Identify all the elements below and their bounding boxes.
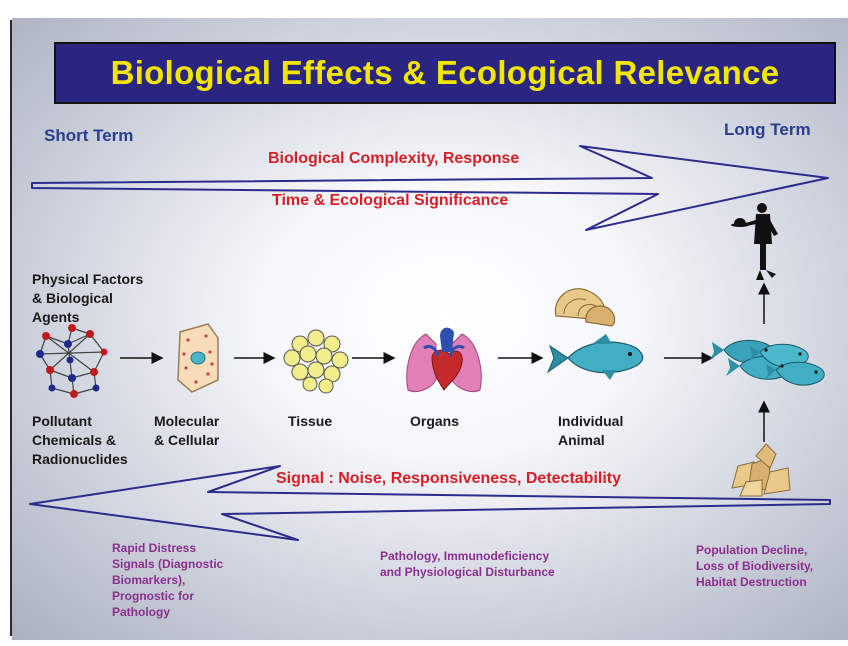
diagram-slide: Biological Effects & Ecological Relevanc… [12, 18, 848, 640]
rapid-distress-label: Rapid Distress Signals (Diagnostic Bioma… [112, 541, 224, 619]
pollutant-label: Pollutant Chemicals & Radionuclides [32, 413, 128, 467]
bottom-arrow-label: Signal : Noise, Responsiveness, Detectab… [276, 470, 621, 487]
organs-icon [406, 327, 482, 393]
bottom-arrow [29, 465, 831, 541]
fish-school-icon [710, 340, 825, 386]
molecular-cellular-label: Molecular & Cellular [154, 413, 220, 448]
long-term-label: Long Term [724, 120, 811, 139]
population-decline-label: Population Decline, Loss of Biodiversity… [696, 543, 814, 589]
top-arrow-label-2: Time & Ecological Significance [272, 192, 509, 209]
physical-factors-label: Physical Factors & Biological Agents [32, 271, 144, 325]
left-border-line [10, 20, 12, 636]
individual-animal-label: Individual Animal [558, 413, 624, 448]
fish-icon [546, 334, 644, 380]
cell-icon [177, 323, 219, 393]
organs-label: Organs [410, 413, 460, 429]
diagram-title: Biological Effects & Ecological Relevanc… [110, 54, 780, 91]
short-term-label: Short Term [44, 126, 134, 145]
tissue-label: Tissue [288, 413, 333, 429]
shell-icon [554, 288, 616, 327]
top-arrow-label-1: Biological Complexity, Response [268, 150, 520, 167]
arrows-and-icons [29, 145, 831, 541]
pathology-label: Pathology, Immunodeficiency and Physiolo… [380, 549, 555, 579]
shells-pile-icon [731, 443, 791, 497]
top-arrow [31, 145, 829, 231]
tissue-icon [283, 329, 349, 394]
title-banner: Biological Effects & Ecological Relevanc… [54, 42, 836, 104]
waiter-icon [731, 203, 778, 280]
molecule-icon [36, 324, 108, 398]
